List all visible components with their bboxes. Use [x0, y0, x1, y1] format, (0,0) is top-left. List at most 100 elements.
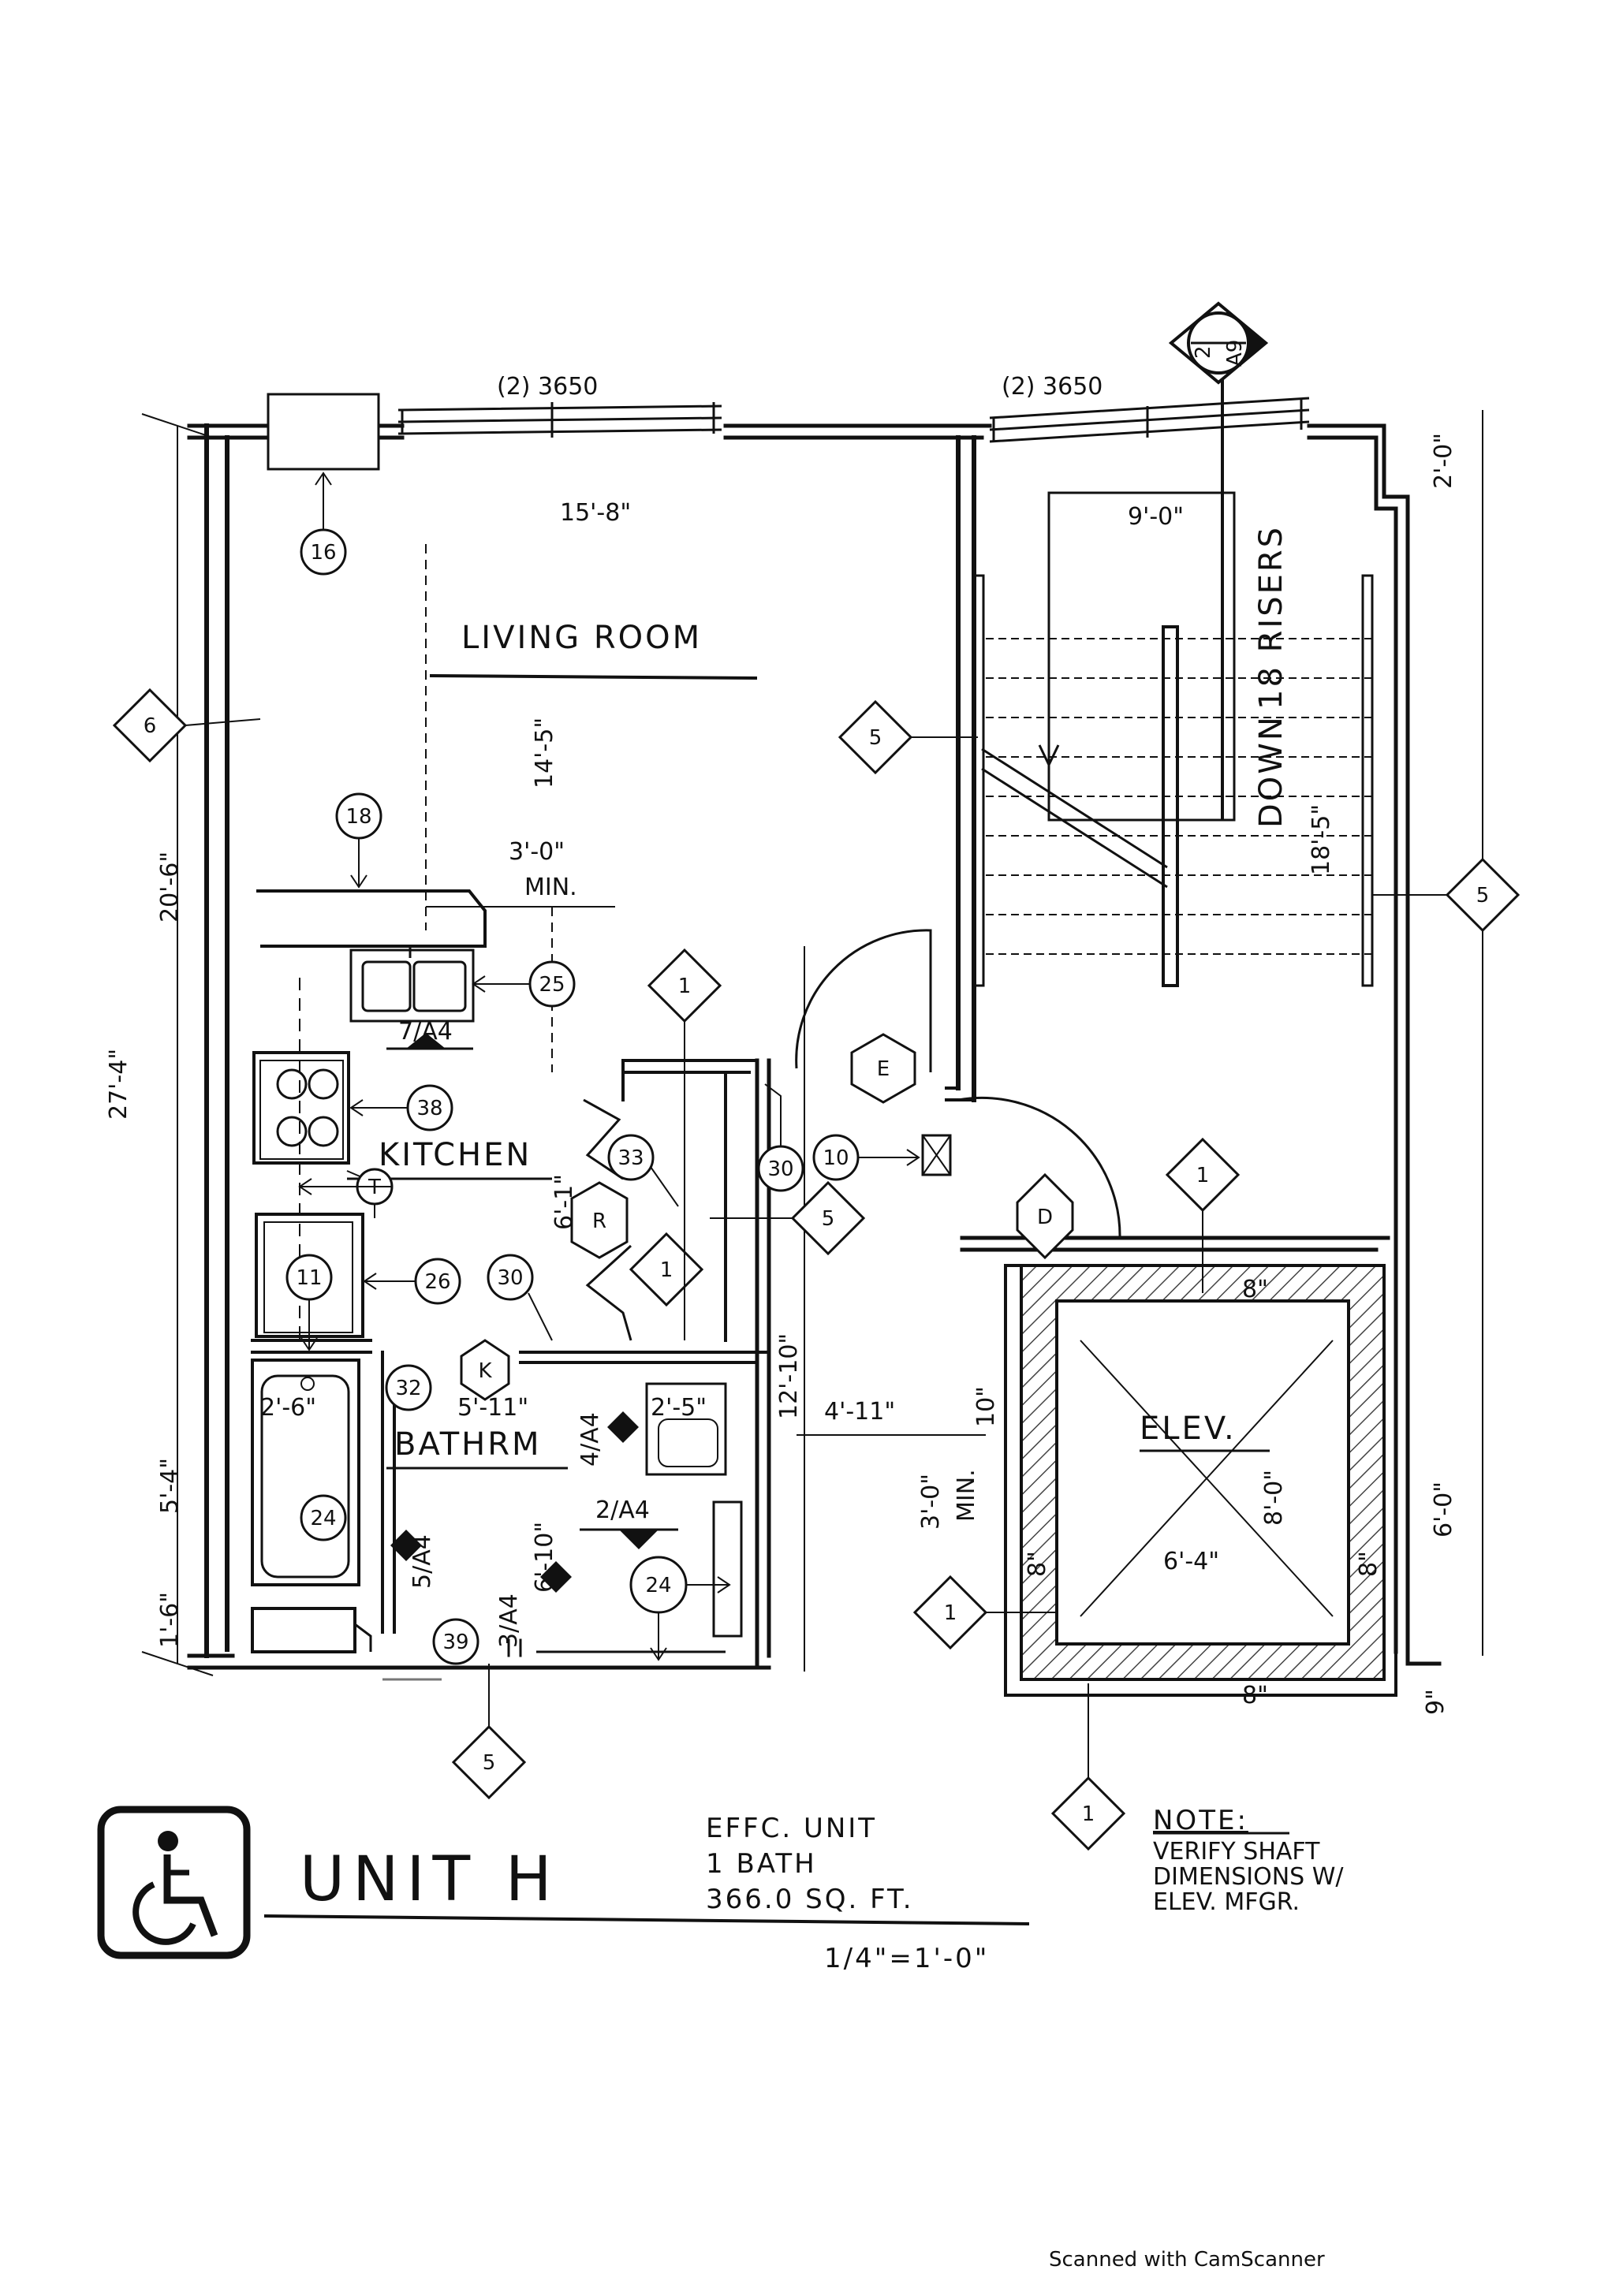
dim-hall-clear: 3'-0" — [917, 1474, 945, 1530]
note-line-2: DIMENSIONS W/ — [1153, 1863, 1344, 1891]
leader-lines — [298, 472, 920, 1661]
dim-elev-width: 6'-4" — [1163, 1548, 1219, 1575]
wall-type-label: 1 — [1196, 1164, 1210, 1187]
keynote-label: 24 — [645, 1574, 671, 1597]
dim-overall-depth: 27'-4" — [105, 1049, 132, 1120]
keynote-label: 16 — [310, 541, 336, 565]
keynote-circles — [285, 528, 860, 1665]
wall-type-labels: 6 5 5 5 5 1 1 1 1 — [144, 714, 1490, 1775]
keynote-label: 11 — [296, 1266, 322, 1290]
unit-info-type: EFFC. UNIT — [706, 1813, 877, 1844]
keynote-circle — [607, 1134, 655, 1181]
stair — [972, 491, 1374, 987]
keynote-label: 30 — [497, 1266, 523, 1290]
windows — [267, 393, 1310, 471]
kitchen-fixtures — [252, 889, 487, 1340]
dim-shaft-top: 8" — [1242, 1276, 1268, 1303]
dim-tub-width: 2'-6" — [260, 1394, 316, 1422]
dimension-text: 15'-8" 14'-5" 27'-4" 20'-6" 5'-4" 1'-6" … — [105, 433, 1457, 1715]
room-label-elev: ELEV. — [1140, 1411, 1237, 1447]
keynote-circle — [300, 1494, 347, 1541]
keynote-label: 24 — [310, 1507, 336, 1530]
window-label-left: (2) 3650 — [497, 373, 598, 401]
dim-living-depth: 14'-5" — [531, 718, 558, 788]
keynote-circle — [385, 1364, 432, 1411]
section-arrow-icon — [619, 1530, 659, 1549]
keynote-label: 32 — [395, 1377, 421, 1400]
note-heading: NOTE: — [1153, 1805, 1248, 1836]
section-arrow-icon — [390, 1530, 422, 1561]
door-tag-label: E — [877, 1057, 890, 1081]
bath-fixtures — [251, 1359, 743, 1681]
section-arrow-icon — [406, 1033, 446, 1049]
section-ref-bath-lav: 4/A4 — [576, 1412, 604, 1467]
unit-title: UNIT H — [300, 1844, 560, 1915]
door-tag-label: D — [1037, 1206, 1053, 1229]
room-label-bath: BATHRM — [394, 1426, 542, 1463]
dim-shaft-bottom: 8" — [1242, 1682, 1268, 1709]
dim-lav-width: 2'-5" — [651, 1394, 707, 1422]
stair-risers-label: 18 RISERS — [1253, 525, 1289, 710]
section-arrow-icon — [607, 1411, 639, 1443]
wall-type-label: 5 — [1476, 884, 1490, 908]
section-ref-bath-wall: 3/A4 — [495, 1593, 523, 1648]
dim-elev-depth: 8'-0" — [1260, 1470, 1288, 1526]
unit-info-area: 366.0 SQ. FT. — [706, 1884, 914, 1915]
dim-right-top: 2'-0" — [1430, 433, 1457, 489]
dim-left-bottom: 1'-6" — [156, 1592, 184, 1648]
keynote-circle — [432, 1618, 479, 1665]
wall-type-label: 1 — [1082, 1802, 1095, 1826]
window-label-right: (2) 3650 — [1002, 373, 1103, 401]
wall-type-label: 5 — [483, 1751, 496, 1775]
dim-hall-offset: 10" — [972, 1386, 1000, 1427]
keynote-label: 10 — [823, 1146, 849, 1170]
scanner-watermark: Scanned with CamScanner — [1049, 2248, 1325, 2272]
dim-left-middle: 5'-4" — [156, 1458, 184, 1514]
walls — [187, 423, 1442, 1697]
room-label-kitchen: KITCHEN — [379, 1137, 532, 1173]
wall-type-leaders — [185, 718, 1447, 1778]
dim-right-middle: 6'-0" — [1430, 1482, 1457, 1538]
wall-type-label: 1 — [678, 975, 692, 998]
accessibility-icon — [97, 1806, 251, 1959]
dim-shaft-right: 8" — [1355, 1551, 1382, 1577]
dim-hall-depth: 12'-10" — [775, 1333, 803, 1419]
door-tag-labels: E D R K — [478, 1057, 1053, 1383]
keynote-label: 38 — [416, 1097, 442, 1120]
keynote-circle — [487, 1254, 534, 1301]
stair-down-label: DOWN — [1253, 714, 1289, 828]
section-refs: 7/A4 4/A4 2/A4 5/A4 3/A4 — [386, 1018, 678, 1648]
note-line-1: VERIFY SHAFT — [1153, 1838, 1320, 1866]
door-tag-hexagons — [460, 1033, 1074, 1401]
section-marker-bottom: A9 — [1223, 340, 1247, 367]
keynote-label: 33 — [617, 1146, 644, 1170]
wall-type-label: 5 — [822, 1207, 835, 1231]
doors — [583, 929, 1121, 1341]
note-line-3: ELEV. MFGR. — [1153, 1888, 1300, 1916]
dim-shaft-left: 8" — [1024, 1551, 1051, 1577]
section-marker-icon — [1168, 301, 1269, 820]
unit-info-bath: 1 BATH — [706, 1848, 817, 1880]
wall-type-diamonds — [112, 688, 1520, 1851]
keynote-label: 30 — [767, 1157, 793, 1181]
stair-run-dim: 18'-5" — [1308, 804, 1335, 875]
door-tag-label: K — [478, 1359, 492, 1383]
wall-type-label: 1 — [660, 1258, 673, 1282]
wall-type-label: 5 — [869, 726, 882, 750]
room-label-living: LIVING ROOM — [461, 620, 702, 656]
section-arrow-icon — [540, 1561, 572, 1593]
section-ref-bath-toilet: 2/A4 — [595, 1496, 650, 1524]
dim-living-width: 15'-8" — [560, 499, 631, 527]
keynote-label: 25 — [539, 973, 565, 997]
dim-hall-clear-note: MIN. — [953, 1469, 980, 1522]
dim-kitchen-clear-note: MIN. — [524, 874, 577, 901]
section-marker-top: 2 — [1192, 345, 1215, 359]
dim-kitchen-clear: 3'-0" — [509, 838, 565, 866]
dim-bath-width: 5'-11" — [457, 1394, 528, 1422]
stair-width-dim: 9'-0" — [1128, 503, 1184, 531]
keynote-label: 39 — [442, 1631, 468, 1654]
wall-type-label: 6 — [144, 714, 157, 738]
wall-type-label: 1 — [944, 1601, 957, 1625]
dim-right-bottom: 9" — [1422, 1689, 1450, 1715]
